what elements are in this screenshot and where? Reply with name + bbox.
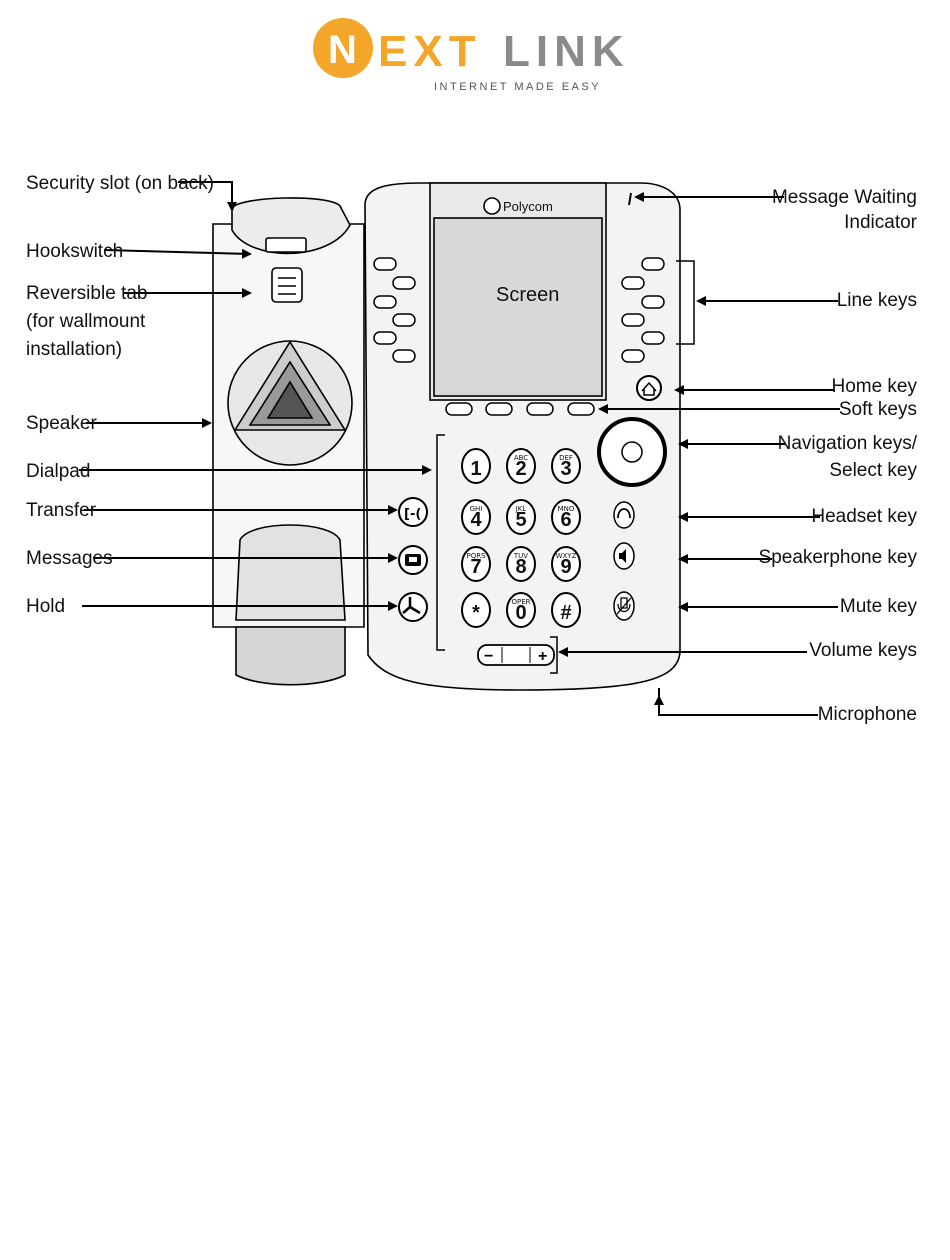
dialpad-digit: 4 [470, 509, 482, 531]
dialpad-letters: JKL [515, 505, 527, 513]
hold-icon [402, 597, 421, 615]
label-hold: Hold [26, 596, 65, 617]
select-key [621, 441, 643, 463]
dialpad-letters: GHI [470, 505, 483, 513]
handset [212, 197, 365, 686]
line-keys[interactable] [373, 257, 665, 363]
dialpad-letters: TUV [513, 552, 528, 560]
screen [433, 217, 603, 397]
speakerphone-icon [619, 549, 626, 563]
dialpad-key-hash[interactable]: # [551, 592, 581, 628]
dialpad-digit: 3 [560, 458, 571, 480]
dialpad-digit: * [472, 602, 480, 624]
svg-text:N: N [328, 28, 357, 72]
label-soft-keys: Soft keys [839, 399, 917, 420]
soft-keys[interactable] [445, 402, 595, 416]
phone-base [364, 182, 681, 691]
mute-icon [616, 597, 632, 615]
dialpad-digit: 7 [470, 556, 481, 578]
dialpad-digit: # [560, 602, 571, 624]
label-hookswitch: Hookswitch [26, 241, 123, 262]
logo-tagline: INTERNET MADE EASY [434, 81, 601, 93]
mute-key[interactable] [613, 591, 635, 621]
dialpad-digit: 0 [515, 602, 526, 624]
label-dialpad: Dialpad [26, 461, 90, 482]
navigation-keys[interactable] [597, 417, 667, 487]
dialpad-letters: DEF [559, 454, 573, 462]
dialpad-digit: 6 [560, 509, 571, 531]
screen-label: Screen [496, 284, 559, 306]
message-waiting-indicator [628, 192, 632, 206]
label-reversible-tab-2: (for wallmount [26, 311, 146, 332]
transfer-key[interactable]: [-( [398, 497, 428, 527]
volume-plus-label: + [538, 648, 547, 665]
dialpad-digit: 5 [515, 509, 526, 531]
label-message-waiting-2: Indicator [844, 212, 918, 233]
transfer-icon: [-( [404, 507, 421, 522]
label-security-slot: Security slot (on back) [26, 173, 214, 194]
nextlink-logo: N EXT LINK INTERNET MADE EASY [313, 18, 630, 93]
headset-icon [617, 508, 631, 519]
label-microphone: Microphone [818, 704, 917, 725]
home-key[interactable] [636, 375, 662, 401]
dialpad-letters: OPER [511, 598, 530, 606]
hold-key[interactable] [398, 592, 428, 622]
svg-text:EXT: EXT [378, 27, 482, 76]
label-message-waiting-1: Message Waiting [772, 187, 917, 208]
dialpad-key-star[interactable]: * [461, 592, 491, 628]
label-messages: Messages [26, 548, 113, 569]
label-mute-key: Mute key [840, 596, 918, 617]
dialpad-digit: 1 [470, 458, 481, 480]
svg-text:LINK: LINK [503, 27, 630, 76]
label-speaker: Speaker [26, 413, 97, 434]
speakerphone-key[interactable] [613, 542, 635, 570]
label-headset-key: Headset key [811, 506, 917, 527]
label-line-keys: Line keys [837, 290, 917, 311]
volume-minus-label: − [484, 648, 493, 665]
label-home-key: Home key [831, 376, 917, 397]
messages-key[interactable] [398, 545, 428, 575]
home-icon [641, 381, 657, 396]
label-navigation-2: Select key [829, 460, 917, 481]
dialpad-letters: ABC [514, 454, 528, 462]
dialpad-letters: WXYZ [556, 552, 577, 560]
volume-keys[interactable]: − + [477, 644, 555, 666]
label-volume-keys: Volume keys [809, 640, 917, 661]
dialpad-letters: PQRS [466, 552, 486, 560]
dialpad-digit: 9 [560, 556, 571, 578]
dialpad-letters: MNO [558, 505, 575, 513]
dialpad-digit: 8 [515, 556, 526, 578]
label-navigation-1: Navigation keys/ [778, 433, 918, 454]
polycom-brand: Polycom [503, 199, 553, 214]
headset-key[interactable] [613, 501, 635, 529]
dialpad-digit: 2 [515, 458, 526, 480]
dialpad-key-1[interactable]: 1 [461, 448, 491, 484]
label-speakerphone-key: Speakerphone key [759, 547, 918, 568]
label-reversible-tab-1: Reversible tab [26, 283, 147, 304]
label-transfer: Transfer [26, 500, 97, 521]
label-reversible-tab-3: installation) [26, 339, 122, 360]
